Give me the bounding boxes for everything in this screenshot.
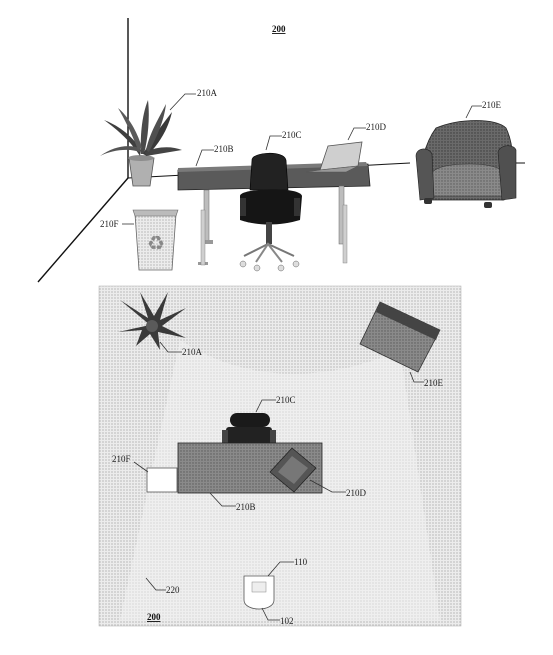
leader-210A-plan xyxy=(159,341,182,353)
label-220: 220 xyxy=(166,585,180,595)
plan-view: 210A 210E 210C 210B 210D 210F xyxy=(98,285,462,627)
label-210D-top: 210D xyxy=(366,122,387,132)
leader-210E-plan xyxy=(409,371,424,383)
leader-220 xyxy=(145,577,166,591)
label-210F-plan: 210F xyxy=(112,454,131,464)
label-110: 110 xyxy=(294,557,308,567)
leader-210C-plan xyxy=(255,399,276,413)
label-210D-plan: 210D xyxy=(346,488,367,498)
label-210E-plan: 210E xyxy=(424,378,444,388)
label-210A-top: 210A xyxy=(197,88,218,98)
leader-210D-top xyxy=(347,127,366,141)
leader-102 xyxy=(261,607,280,621)
recycle-bin-top-icon xyxy=(146,467,178,493)
armchair-icon xyxy=(415,120,517,208)
leader-210B-top xyxy=(195,149,214,167)
leader-210D-plan xyxy=(309,479,346,493)
device-icon xyxy=(243,575,275,610)
label-210B-plan: 210B xyxy=(236,502,256,512)
label-210A-plan: 210A xyxy=(182,347,203,357)
label-210F-top: 210F xyxy=(100,219,119,229)
chair-icon xyxy=(239,152,302,272)
laptop-icon xyxy=(305,141,363,173)
chair-top-icon xyxy=(222,413,276,447)
label-210C-top: 210C xyxy=(282,130,302,140)
plan-figure-number: 200 xyxy=(147,612,161,622)
recycle-icon: ♻ xyxy=(147,231,165,255)
leader-210A-top xyxy=(169,93,196,111)
leader-210E-top xyxy=(465,105,482,119)
perspective-view: 200 210A xyxy=(37,18,525,283)
plant-icon xyxy=(100,100,182,187)
leader-210F-plan xyxy=(133,461,149,473)
leader-110 xyxy=(267,561,294,577)
recycle-bin-icon xyxy=(132,209,179,271)
leader-210B-plan xyxy=(209,492,236,507)
label-102: 102 xyxy=(280,616,294,626)
top-figure-number: 200 xyxy=(272,24,286,34)
label-210C-plan: 210C xyxy=(276,395,296,405)
laptop-top-icon xyxy=(269,447,317,493)
floor-left-line xyxy=(37,177,129,283)
label-210E-top: 210E xyxy=(482,100,502,110)
label-210B-top: 210B xyxy=(214,144,234,154)
armchair-top-icon xyxy=(359,301,441,373)
leader-210C-top xyxy=(265,135,282,151)
plant-top-icon xyxy=(118,292,186,350)
